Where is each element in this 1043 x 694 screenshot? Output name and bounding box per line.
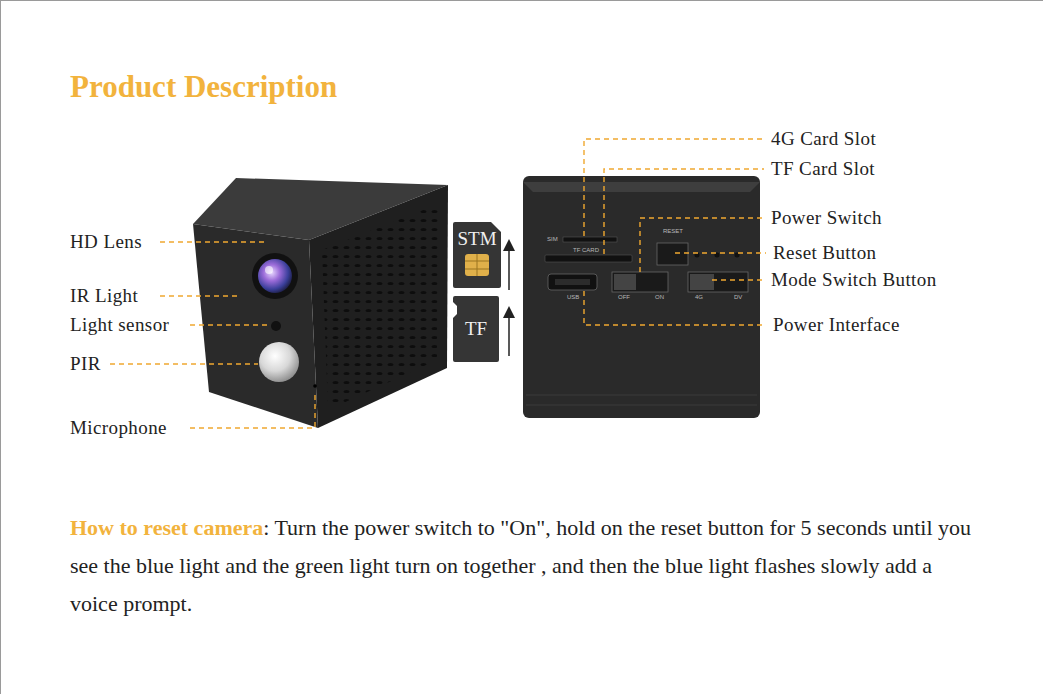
part-label: HD Lens [70,230,142,254]
part-label: PIR [70,352,101,376]
reset-instructions: How to reset camera: Turn the power swit… [70,509,978,623]
panel-marking: ON [655,293,664,301]
panel-marking: OFF [618,293,630,301]
panel-marking: DV [734,293,742,301]
part-label: 4G Card Slot [771,127,876,151]
part-label: Light sensor [70,313,169,337]
part-label: TF Card Slot [771,157,875,181]
part-label: Power Interface [773,313,900,337]
part-label: Power Switch [771,206,882,230]
sim-card: STM [453,222,501,288]
part-label: Reset Button [773,241,877,265]
card-text: TF [453,296,499,340]
panel-marking: USB [567,293,579,301]
panel-marking: RESET [663,227,683,235]
panel-marking: TF CARD [573,246,599,254]
panel-marking: 4G [695,293,703,301]
panel-marking: SIM [547,235,558,243]
part-label: IR Light [70,284,138,308]
page-title: Product Description [70,68,337,106]
card-text: STM [453,222,501,250]
part-label: Microphone [70,416,167,440]
note-heading: How to reset camera [70,515,263,540]
part-label: Mode Switch Button [771,268,937,292]
tf-card: TF [453,296,499,362]
